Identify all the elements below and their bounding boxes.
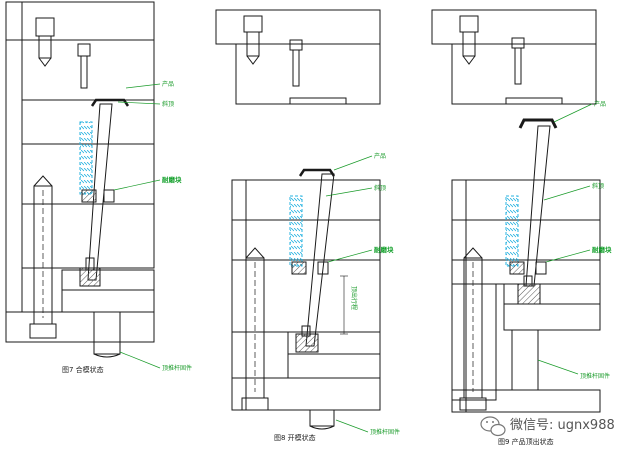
product <box>518 118 558 129</box>
figure-7-closed <box>5 1 155 358</box>
product <box>298 168 336 177</box>
fig9-label-rod: 顶推杆固件 <box>580 372 610 380</box>
top-screw <box>35 17 55 67</box>
bottom-clamp-plate <box>5 311 155 343</box>
fixed-plate <box>431 9 597 45</box>
wear-block <box>509 261 525 275</box>
product <box>90 98 130 107</box>
fig8-label-rod: 顶推杆固件 <box>370 428 400 436</box>
fig8-label-stroke: 顶出行程 <box>350 286 358 310</box>
cavity-plate <box>21 39 155 101</box>
ejector-rod <box>93 311 121 355</box>
figure-9-ejected <box>431 9 601 413</box>
fig8-label-product: 产品 <box>374 152 386 160</box>
fig9-label-slider: 斜顶 <box>592 182 604 190</box>
wechat-icon <box>480 416 506 437</box>
fig7-label-rod: 顶推杆固件 <box>162 364 192 372</box>
fig7-label-product: 产品 <box>162 80 174 88</box>
guide-pin <box>29 175 57 339</box>
fig8-label-slider: 斜顶 <box>374 184 386 192</box>
ejector-retainer-plate <box>61 269 155 291</box>
fixed-plate <box>215 9 381 45</box>
fig7-label-slider: 斜顶 <box>162 100 174 108</box>
fixed-plate <box>5 1 155 41</box>
guide-pin <box>459 247 487 411</box>
wear-block <box>291 261 307 275</box>
fig9-label-product: 产品 <box>594 100 606 108</box>
wear-block <box>81 189 97 203</box>
fig8-caption: 图8 开模状态 <box>274 433 316 442</box>
guide-pin <box>241 247 269 411</box>
watermark-text: 微信号: ugnx988 <box>510 418 615 433</box>
figure-8-open <box>215 9 381 430</box>
ejector-plate <box>61 289 155 313</box>
fig7-caption: 图7 合模状态 <box>62 365 104 374</box>
fig8-label-wear-block: 耐磨块 <box>374 245 394 254</box>
fig7-label-wear-block: 耐磨块 <box>162 175 182 184</box>
fig9-label-wear-block: 耐磨块 <box>592 245 612 254</box>
fig9-caption: 图9 产品顶出状态 <box>498 437 554 446</box>
